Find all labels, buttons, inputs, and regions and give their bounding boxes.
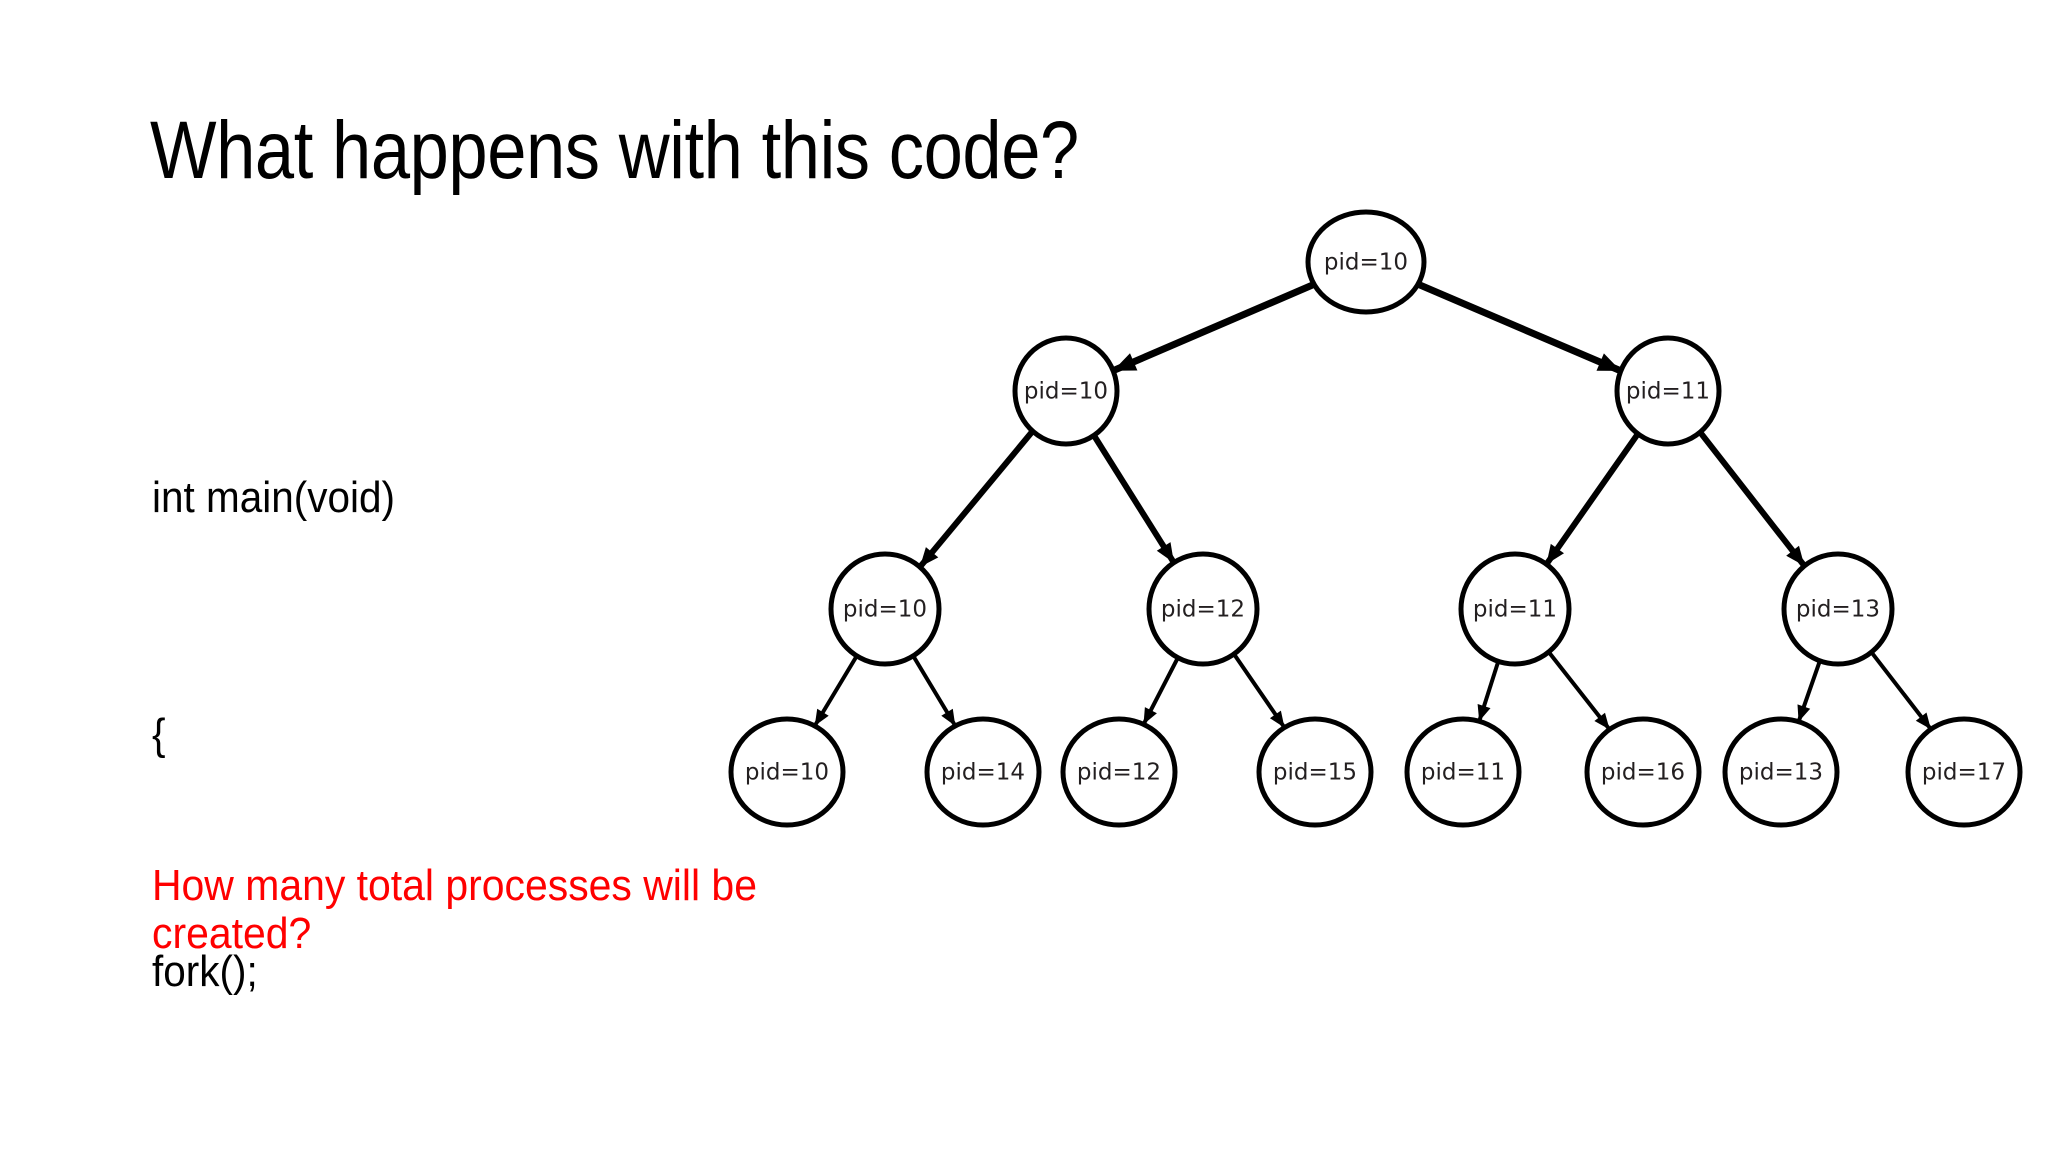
tree-node-circle xyxy=(1305,209,1427,315)
tree-node-circle xyxy=(1012,335,1120,447)
tree-edge xyxy=(1091,433,1177,565)
tree-node-circle xyxy=(1614,335,1722,447)
tree-node-circle xyxy=(1458,551,1572,667)
tree-edges xyxy=(812,280,1933,731)
tree-node[interactable]: pid=10 xyxy=(828,551,942,667)
tree-node-label: pid=12 xyxy=(1161,597,1245,623)
tree-edge-arrowhead xyxy=(1915,712,1931,730)
tree-node[interactable]: pid=15 xyxy=(1256,716,1374,828)
tree-node-label: pid=10 xyxy=(1324,250,1408,276)
tree-node[interactable]: pid=10 xyxy=(728,716,846,828)
tree-node-circle xyxy=(1146,551,1260,667)
tree-node-label: pid=17 xyxy=(1922,760,2006,786)
tree-node[interactable]: pid=13 xyxy=(1722,716,1840,828)
tree-edge-arrowhead xyxy=(1156,542,1174,563)
tree-edge-arrowhead xyxy=(1594,712,1610,730)
tree-edge-arrowhead xyxy=(1143,707,1157,725)
page-title: What happens with this code? xyxy=(150,105,1079,196)
tree-node-circle xyxy=(1584,716,1702,828)
tree-edge-arrowhead xyxy=(1546,543,1564,565)
code-listing: int main(void) { fork(); fork(); fork();… xyxy=(152,300,630,1152)
tree-edge xyxy=(1416,280,1623,375)
tree-node[interactable]: pid=10 xyxy=(1305,209,1427,315)
tree-node-label: pid=16 xyxy=(1601,760,1685,786)
tree-node[interactable]: pid=11 xyxy=(1614,335,1722,447)
tree-nodes: pid=10 pid=10 pid=11 pid=10 pid=12 pid=11 pid=… xyxy=(728,209,2023,828)
tree-edge-arrowhead xyxy=(1786,545,1805,566)
tree-edge-arrowhead xyxy=(919,547,939,567)
tree-edge-arrowhead xyxy=(1113,353,1138,371)
tree-node[interactable]: pid=11 xyxy=(1404,716,1522,828)
tree-node-circle xyxy=(728,716,846,828)
tree-edge xyxy=(1547,650,1612,731)
tree-node-circle xyxy=(1256,716,1374,828)
tree-node[interactable]: pid=13 xyxy=(1781,551,1895,667)
tree-node-label: pid=10 xyxy=(1024,379,1108,405)
tree-node-label: pid=11 xyxy=(1473,597,1557,623)
tree-node[interactable]: pid=10 xyxy=(1012,335,1120,447)
tree-node-label: pid=15 xyxy=(1273,760,1357,786)
tree-node-label: pid=10 xyxy=(843,597,927,623)
tree-edge-arrowhead xyxy=(1477,704,1491,722)
tree-node-label: pid=13 xyxy=(1796,597,1880,623)
tree-edge xyxy=(1869,650,1933,731)
tree-node[interactable]: pid=11 xyxy=(1458,551,1572,667)
tree-edge xyxy=(1111,281,1316,374)
code-line: fork(); xyxy=(152,947,258,996)
tree-node[interactable]: pid=12 xyxy=(1146,551,1260,667)
tree-edge-arrowhead xyxy=(1596,353,1621,371)
tree-edge-arrowhead xyxy=(941,708,956,726)
tree-edge xyxy=(917,429,1036,569)
tree-node-label: pid=13 xyxy=(1739,760,1823,786)
tree-edge-arrowhead xyxy=(1797,704,1811,722)
tree-node-label: pid=14 xyxy=(941,760,1025,786)
tree-node-label: pid=11 xyxy=(1421,760,1505,786)
tree-node-label: pid=12 xyxy=(1077,760,1161,786)
tree-node-label: pid=11 xyxy=(1626,379,1710,405)
tree-node-label: pid=10 xyxy=(745,760,829,786)
tree-node-circle xyxy=(1060,716,1178,828)
tree-node[interactable]: pid=14 xyxy=(924,716,1042,828)
tree-edge xyxy=(1543,432,1641,567)
tree-edge xyxy=(812,654,859,727)
tree-edge xyxy=(1232,652,1287,729)
tree-edge-arrowhead xyxy=(814,708,829,726)
tree-node[interactable]: pid=17 xyxy=(1905,716,2023,828)
code-line: int main(void) xyxy=(152,473,395,522)
tree-node-circle xyxy=(828,551,942,667)
tree-edge xyxy=(1477,660,1501,722)
tree-node-circle xyxy=(1781,551,1895,667)
tree-node-circle xyxy=(1722,716,1840,828)
tree-node[interactable]: pid=16 xyxy=(1584,716,1702,828)
tree-node-circle xyxy=(1404,716,1522,828)
code-line: { xyxy=(152,710,166,759)
tree-node-circle xyxy=(1905,716,2023,828)
tree-node[interactable]: pid=12 xyxy=(1060,716,1178,828)
tree-edge xyxy=(1796,660,1822,723)
tree-node-circle xyxy=(924,716,1042,828)
question-callout: How many total processes will be created… xyxy=(152,861,757,958)
tree-edge xyxy=(1697,430,1807,568)
tree-edge xyxy=(911,654,958,727)
tree-edge xyxy=(1141,656,1180,726)
tree-edge-arrowhead xyxy=(1269,710,1285,728)
